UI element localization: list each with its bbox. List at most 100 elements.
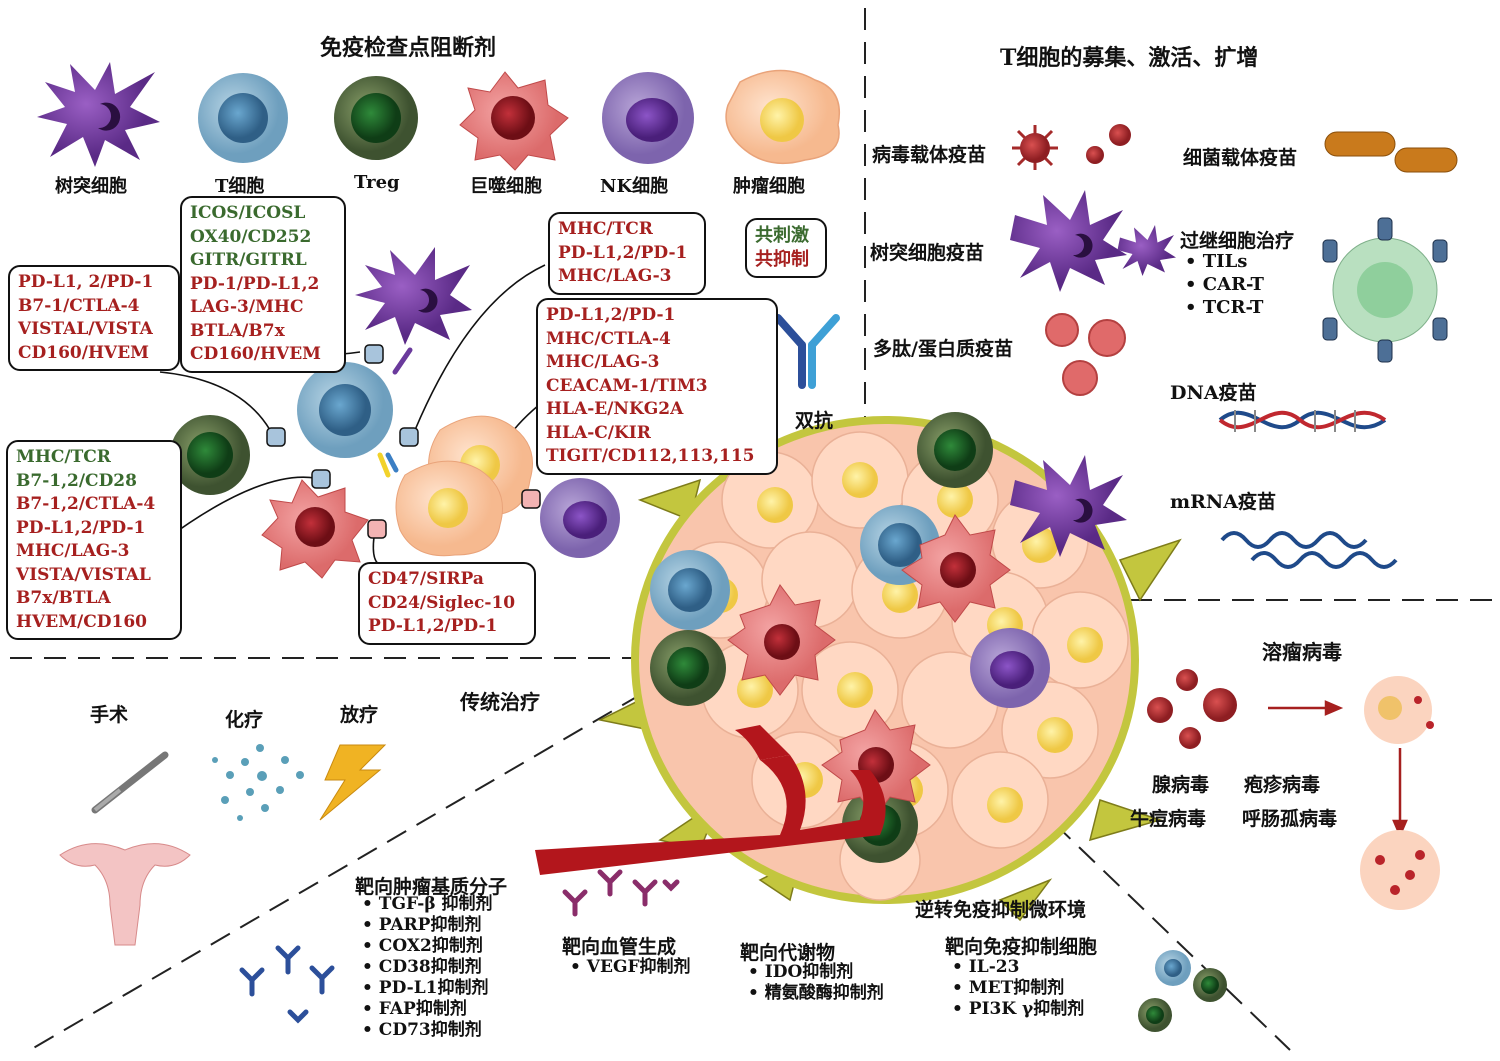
item: LAG-3/MHC — [190, 297, 304, 317]
bacterial-vaccine-label: 细菌载体疫苗 — [1183, 147, 1298, 169]
list-item: • FAP抑制剂 — [362, 999, 467, 1019]
item: PD-L1,2/PD-1 — [546, 305, 676, 325]
list-item: • PARP抑制剂 — [362, 915, 482, 935]
list-item: • PD-L1抑制剂 — [362, 978, 489, 998]
dna-vaccine-label: DNA疫苗 — [1170, 382, 1257, 404]
central-tumor-cells-icon — [395, 415, 533, 557]
metab-list: • IDO抑制剂 • 精氨酸酶抑制剂 — [748, 962, 884, 1004]
conventional-title: 传统治疗 — [460, 690, 540, 714]
lysed-tumor-icon — [1360, 676, 1440, 910]
tcell-section-title: T细胞的募集、激活、扩增 — [1000, 45, 1259, 71]
matrix-list: • TGF-β 抑制剂 • PARP抑制剂 • COX2抑制剂 • CD38抑制… — [362, 894, 493, 1041]
suppress-title: 靶向免疫抑制细胞 — [945, 936, 1098, 958]
uterus-icon — [59, 843, 191, 946]
cell-label-treg: Treg — [354, 172, 400, 193]
item: B7x/BTLA — [16, 588, 111, 608]
item: CD24/Siglec-10 — [368, 592, 516, 613]
item: ICOS/ICOSL — [190, 203, 306, 223]
item: PD-L1,2/PD-1 — [368, 616, 498, 636]
item: B7-1,2/CTLA-4 — [16, 494, 156, 514]
dna-icon — [1218, 410, 1387, 432]
suppressive-cells-icon — [1138, 950, 1227, 1032]
receptor-markers — [266, 344, 541, 539]
angio-list: • VEGF抑制剂 — [570, 957, 691, 978]
box-tumor-interactions: MHC/TCR PD-L1,2/PD-1 MHC/LAG-3 — [548, 212, 706, 295]
list-item: • CAR-T — [1185, 274, 1264, 295]
angio-title: 靶向血管生成 — [562, 936, 677, 958]
list-item: • TCR-T — [1185, 297, 1264, 318]
virus-reo: 呼肠孤病毒 — [1242, 808, 1338, 830]
dendritic-cell-cluster-icon — [355, 247, 472, 345]
box-nk-interactions: PD-L1,2/PD-1 MHC/CTLA-4 MHC/LAG-3 CEACAM… — [536, 298, 778, 475]
car-t-cell-icon — [1322, 217, 1448, 363]
cell-label-nk: NK细胞 — [600, 176, 669, 197]
item: B7-1/CTLA-4 — [18, 295, 140, 316]
list-item: • CD73抑制剂 — [362, 1020, 482, 1040]
virus-vaccine-icon — [1012, 124, 1131, 170]
reverse-title: 逆转免疫抑制微环境 — [915, 899, 1087, 921]
virus-vaccinia: 牛痘病毒 — [1130, 808, 1207, 830]
matrix-title: 靶向肿瘤基质分子 — [355, 876, 508, 898]
list-item: • 精氨酸酶抑制剂 — [748, 983, 884, 1003]
central-macrophage-icon — [261, 479, 369, 579]
central-t-cell-icon — [297, 362, 393, 458]
cell-label-dc: 树突细胞 — [55, 176, 127, 197]
central-treg-icon — [170, 415, 250, 495]
item: MHC/LAG-3 — [16, 541, 130, 561]
surgery-label: 手术 — [90, 704, 129, 726]
item: VISTA/VISTAL — [16, 564, 151, 585]
item: HLA-E/NKG2A — [546, 399, 684, 419]
chemo-dots-icon — [212, 744, 304, 821]
legend-costim: 共刺激 — [755, 225, 809, 246]
t-cell-icon — [198, 73, 288, 163]
peptide-vaccine-label: 多肽/蛋白质疫苗 — [873, 338, 1013, 360]
legend-coinhib: 共抑制 — [755, 249, 809, 270]
tumor-cell-icon — [725, 69, 840, 165]
box-macrophage-tumor-interactions: CD47/SIRPa CD24/Siglec-10 PD-L1,2/PD-1 — [358, 562, 536, 645]
central-nk-cell-icon — [540, 478, 620, 558]
item: HVEM/CD160 — [16, 611, 147, 632]
item: CD47/SIRPa — [368, 569, 484, 589]
list-item: • IDO抑制剂 — [748, 962, 854, 982]
bacteria-vaccine-icon — [1324, 131, 1458, 173]
dc-vaccine-label: 树突细胞疫苗 — [870, 242, 985, 264]
nk-cell-icon — [602, 72, 694, 164]
peptide-vaccine-icon — [1045, 313, 1126, 396]
list-item: • CD38抑制剂 — [362, 957, 482, 977]
adoptive-list: • TILs • CAR-T • TCR-T — [1185, 250, 1264, 319]
list-item: • TGF-β 抑制剂 — [362, 894, 493, 914]
item: PD-L1,2/PD-1 — [16, 517, 146, 538]
angiogenesis-antibodies-icon — [562, 869, 680, 917]
small-antibodies-icon — [377, 347, 413, 478]
mrna-vaccine-label: mRNA疫苗 — [1170, 491, 1277, 513]
oncolytic-title: 溶瘤病毒 — [1262, 640, 1342, 664]
oncolytic-virus-icon — [1147, 669, 1237, 749]
item: MHC/TCR — [558, 219, 653, 239]
cell-label-tcell: T细胞 — [215, 176, 265, 197]
item: HLA-C/KIR — [546, 422, 651, 443]
virus-adeno: 腺病毒 — [1152, 774, 1210, 796]
adoptive-label: 过继细胞治疗 — [1180, 230, 1295, 252]
box-macrophage-interactions: MHC/TCR B7-1,2/CD28 B7-1,2/CTLA-4 PD-L1,… — [6, 440, 182, 640]
item: TIGIT/CD112,113,115 — [546, 446, 755, 466]
mrna-icon — [1220, 531, 1398, 569]
item: GITR/GITRL — [190, 250, 307, 270]
bispecific-antibody-icon — [774, 314, 840, 389]
list-item: • PI3K γ抑制剂 — [952, 999, 1085, 1019]
chemo-label: 化疗 — [225, 709, 264, 731]
item: MHC/TCR — [16, 447, 111, 467]
item: MHC/CTLA-4 — [546, 328, 671, 349]
checkpoint-title: 免疫检查点阻断剂 — [320, 35, 497, 61]
item: PD-L1, 2/PD-1 — [18, 272, 154, 292]
list-item: • COX2抑制剂 — [362, 936, 483, 956]
list-item: • IL-23 — [952, 957, 1020, 977]
metab-title: 靶向代谢物 — [740, 942, 836, 964]
scalpel-icon — [91, 751, 169, 814]
lightning-icon — [319, 744, 387, 821]
item: BTLA/B7x — [190, 320, 285, 341]
item: OX40/CD252 — [190, 226, 312, 247]
viral-vaccine-label: 病毒载体疫苗 — [872, 144, 987, 166]
tumor-microenvironment-icon — [535, 412, 1182, 922]
